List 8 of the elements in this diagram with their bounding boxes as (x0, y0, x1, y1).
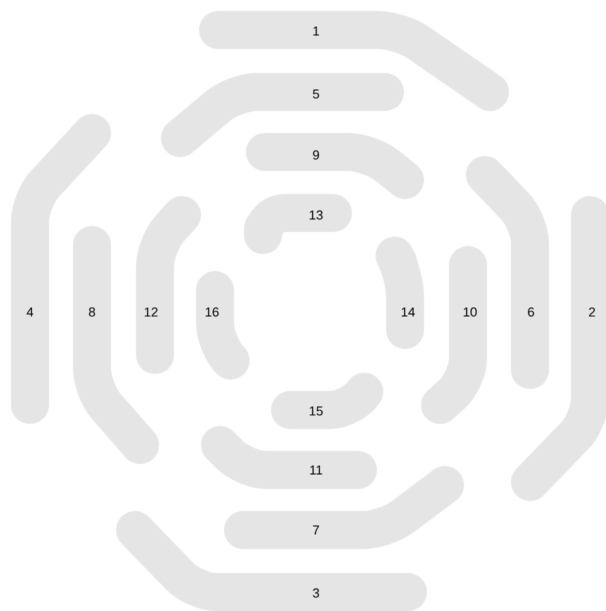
curved-band: 16 (196, 271, 250, 380)
curved-band: 10 (421, 246, 487, 424)
curved-band: 14 (376, 236, 424, 349)
curved-band: 11 (201, 426, 377, 489)
curved-band: 9 (246, 133, 424, 199)
curved-band: 15 (271, 372, 384, 429)
curved-band: 13 (244, 194, 352, 254)
curved-band: 12 (136, 196, 201, 374)
